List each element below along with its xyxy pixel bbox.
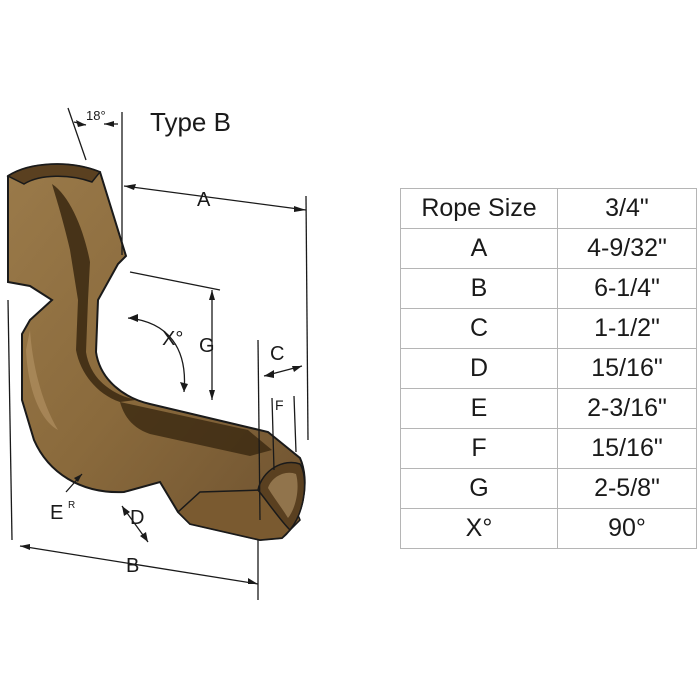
dimension-table: Rope Size 3/4" A 4-9/32" B 6-1/4" C 1-1/… xyxy=(400,188,697,549)
dimension-labels: Type B 18° A X° G C F E R D B xyxy=(50,107,284,577)
fitting-body xyxy=(6,163,306,542)
table-row: A 4-9/32" xyxy=(400,228,697,269)
dim-label-d: D xyxy=(130,507,144,529)
dim-label-e: E xyxy=(50,502,63,524)
row-label: F xyxy=(400,428,558,469)
row-value: 4-9/32" xyxy=(557,228,697,269)
row-value: 6-1/4" xyxy=(557,268,697,309)
angle-label-18: 18° xyxy=(86,108,106,123)
figure-title: Type B xyxy=(150,107,231,137)
top-saddle xyxy=(6,163,102,185)
row-label: D xyxy=(400,348,558,389)
dim-label-b: B xyxy=(126,555,139,577)
dim-label-a: A xyxy=(197,189,211,211)
table-row: F 15/16" xyxy=(400,428,697,469)
table-row: C 1-1/2" xyxy=(400,308,697,349)
dim-label-f: F xyxy=(275,397,284,413)
row-value: 2-5/8" xyxy=(557,468,697,509)
row-label: C xyxy=(400,308,558,349)
rope-groove-inner xyxy=(268,472,298,518)
inner-channel-left xyxy=(52,184,136,402)
row-value: 15/16" xyxy=(557,348,697,389)
inner-channel-bottom xyxy=(120,402,272,456)
dim-label-c: C xyxy=(270,343,284,365)
table-row: B 6-1/4" xyxy=(400,268,697,309)
row-value: 90° xyxy=(557,508,697,549)
dim-label-x: X° xyxy=(162,328,183,350)
dimension-lines xyxy=(7,107,309,600)
table-row: E 2-3/16" xyxy=(400,388,697,429)
row-value: 15/16" xyxy=(557,428,697,469)
row-label: A xyxy=(400,228,558,269)
row-label: E xyxy=(400,388,558,429)
header-rope-size-value: 3/4" xyxy=(557,188,697,229)
row-value: 2-3/16" xyxy=(557,388,697,429)
table-header-row: Rope Size 3/4" xyxy=(400,188,697,229)
table-row: D 15/16" xyxy=(400,348,697,389)
row-label: X° xyxy=(400,508,558,549)
header-rope-size: Rope Size xyxy=(400,188,558,229)
dim-label-g: G xyxy=(199,335,215,357)
row-label: B xyxy=(400,268,558,309)
table-row: X° 90° xyxy=(400,508,697,549)
dimension-arrows xyxy=(20,120,306,584)
dim-label-e-sup: R xyxy=(68,500,75,511)
table-row: G 2-5/8" xyxy=(400,468,697,509)
row-value: 1-1/2" xyxy=(557,308,697,349)
row-label: G xyxy=(400,468,558,509)
body-highlight xyxy=(26,330,58,430)
